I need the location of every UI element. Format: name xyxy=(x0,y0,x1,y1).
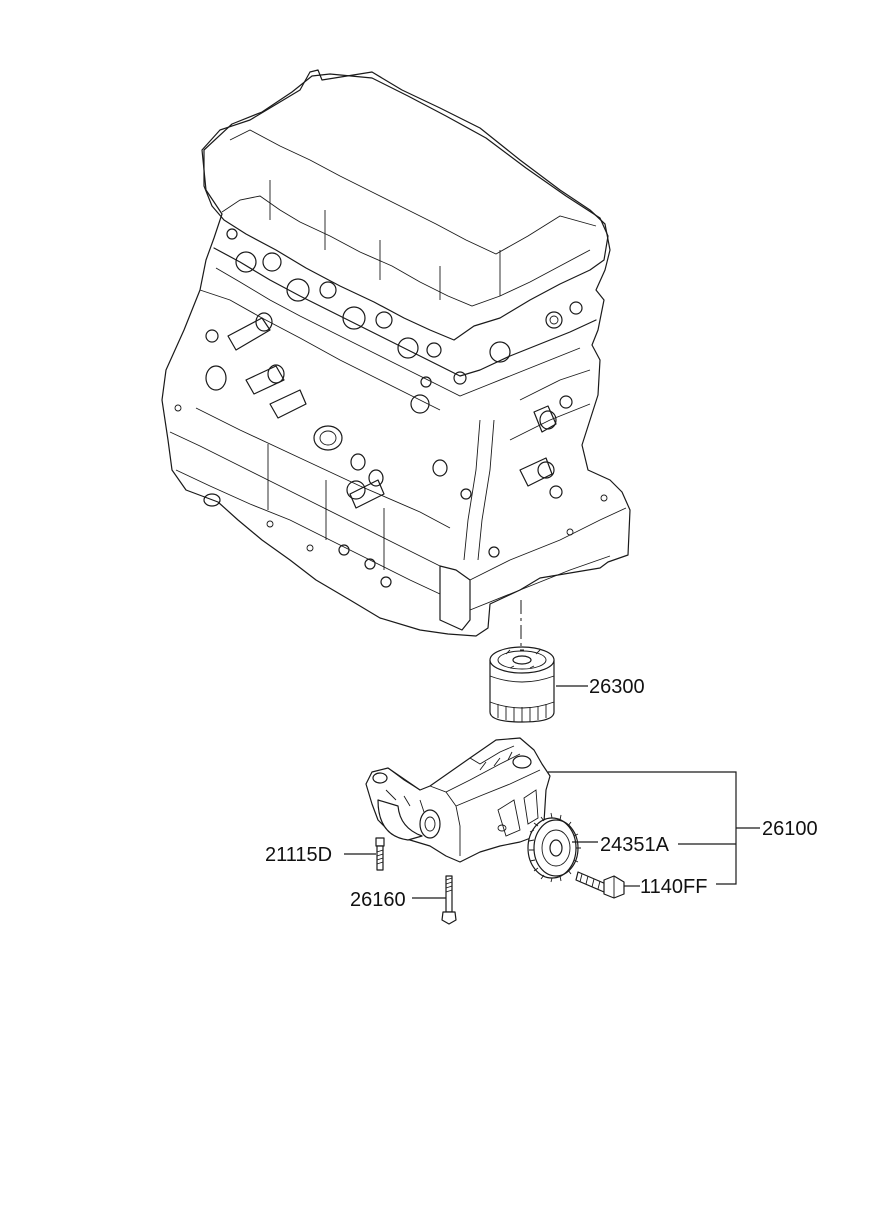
gear-illustration xyxy=(527,812,581,883)
bolt-b-illustration xyxy=(441,875,457,925)
bolt-a-illustration xyxy=(375,837,385,871)
oil-pump-illustration xyxy=(365,737,551,863)
label-oil-pump-assy: 26100 xyxy=(762,818,818,840)
flange-bolt-illustration xyxy=(575,871,625,899)
label-oil-filter: 26300 xyxy=(589,676,645,698)
engine-block-illustration xyxy=(161,69,631,637)
leader-lines xyxy=(344,685,760,899)
intake-ports xyxy=(226,228,583,414)
label-flange-bolt: 1140FF xyxy=(640,876,707,898)
label-gear: 24351A xyxy=(600,834,670,856)
label-bolt-b: 26160 xyxy=(350,889,406,911)
label-bolt-a: 21115D xyxy=(265,844,332,866)
oil-filter-illustration xyxy=(489,646,555,723)
